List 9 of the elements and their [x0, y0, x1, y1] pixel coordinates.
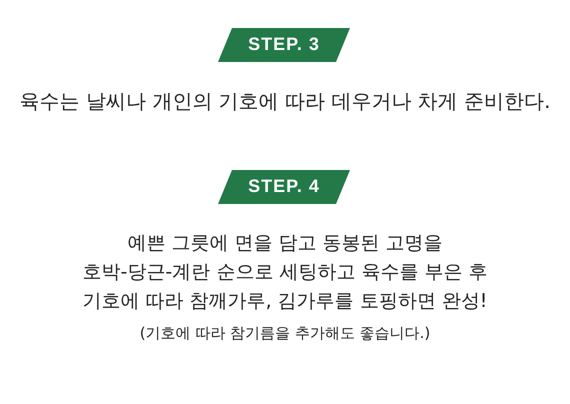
instruction-text: 육수는 날씨나 개인의 기호에 따라 데우거나 차게 준비한다. — [20, 88, 550, 115]
note-text: (기호에 따라 참기름을 추가해도 좋습니다.) — [140, 324, 430, 343]
step-badge — [218, 170, 350, 204]
step-badge — [218, 28, 350, 62]
instruction-text: 호박-당근-계란 순으로 세팅하고 육수를 부은 후 — [82, 260, 488, 285]
instruction-text: 기호에 따라 참깨가루, 김가루를 토핑하면 완성! — [82, 289, 488, 314]
instruction-text: 예쁜 그릇에 면을 담고 동봉된 고명을 — [127, 231, 443, 256]
step-label: STEP. 3 — [247, 34, 321, 55]
step-label: STEP. 4 — [247, 176, 321, 197]
